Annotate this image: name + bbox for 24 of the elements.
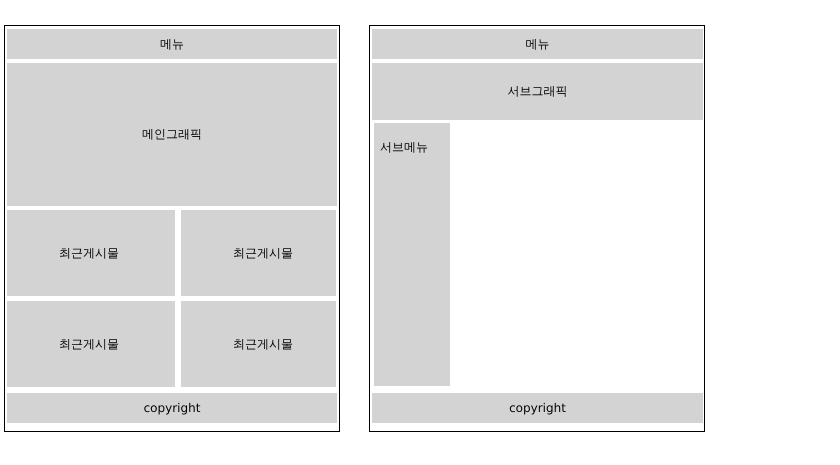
layout-block	[7, 29, 337, 59]
block-label: 메뉴	[526, 36, 550, 52]
layout-block	[374, 123, 450, 386]
block-label: copyright	[144, 401, 200, 415]
layout-block	[372, 63, 703, 120]
block-label: 최근게시물	[233, 336, 293, 352]
layout-block	[181, 210, 336, 296]
page-frame	[369, 25, 705, 432]
block-label: 메뉴	[160, 36, 184, 52]
layout-block	[181, 301, 336, 387]
page-frame	[4, 25, 340, 432]
layout-block	[7, 210, 175, 296]
block-label: 최근게시물	[59, 244, 119, 262]
layout-block	[7, 63, 337, 206]
block-label: 서브메뉴	[380, 139, 428, 156]
block-label: 메인그래픽	[142, 126, 202, 143]
block-label: 최근게시물	[233, 244, 293, 262]
layout-block	[7, 393, 337, 423]
layout-block	[372, 29, 703, 59]
layout-block	[7, 301, 175, 387]
block-label: copyright	[509, 401, 566, 415]
block-label: 최근게시물	[59, 336, 119, 352]
block-label: 서브그래픽	[508, 83, 568, 100]
layout-block	[372, 393, 703, 423]
